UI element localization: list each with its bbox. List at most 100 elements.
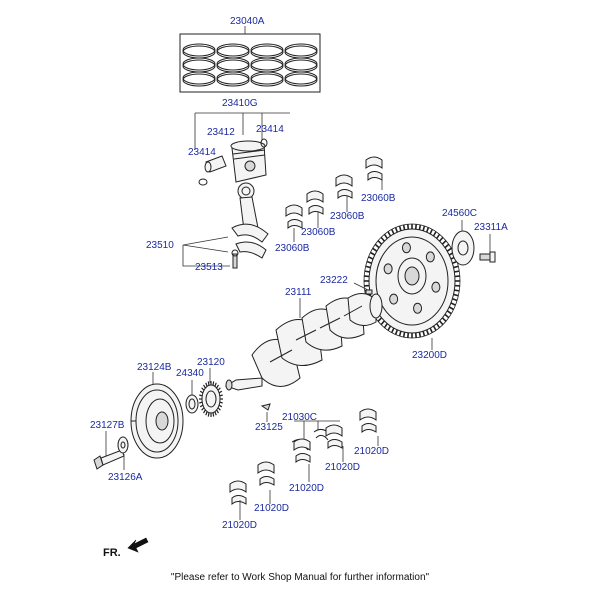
flywheel-tooth: [444, 243, 450, 249]
piston-ring: [284, 43, 318, 57]
main-bearing: [257, 461, 275, 474]
callout-main-bearing-4[interactable]: 21020D: [254, 503, 289, 514]
callout-washer[interactable]: 23126A: [108, 472, 143, 483]
piston-pin: [204, 155, 227, 173]
main-bearing-lower: [327, 439, 343, 450]
flywheel-hole: [401, 242, 411, 254]
crankshaft: [224, 293, 383, 391]
callout-conrod[interactable]: 23510: [146, 240, 174, 251]
flywheel-tooth: [422, 225, 426, 231]
callout-key-b[interactable]: 23125: [255, 422, 283, 433]
sprocket-tooth: [207, 381, 210, 386]
flywheel-tooth: [425, 329, 430, 335]
flywheel-tooth: [383, 233, 388, 239]
flywheel-tooth: [370, 251, 376, 256]
callout-piston-pin[interactable]: 23412: [207, 127, 235, 138]
flywheel-tooth: [390, 327, 395, 333]
flywheel-tooth: [377, 240, 383, 245]
flywheel-tooth: [394, 227, 399, 233]
sprocket-tooth: [205, 382, 208, 387]
flywheel-tooth: [418, 332, 422, 338]
piston-ring-edge: [182, 73, 216, 87]
sprocket-tooth: [201, 387, 205, 391]
sprocket-tooth: [205, 411, 208, 416]
flywheel-tooth: [439, 236, 444, 242]
flywheel-tooth: [441, 317, 447, 322]
flywheel-outer-rim: [363, 223, 461, 339]
piston-ring: [182, 43, 216, 57]
sprocket-tooth: [217, 407, 221, 411]
conrod-bearing: [365, 156, 383, 169]
sprocket-tooth: [212, 412, 215, 417]
callout-bearing-4[interactable]: 23060B: [275, 243, 310, 254]
callout-bearing-3[interactable]: 23060B: [301, 227, 336, 238]
flywheel-tooth: [402, 332, 406, 338]
flywheel-tooth: [380, 320, 385, 326]
conrod-bearing-lower: [367, 171, 383, 182]
callout-main-bearing-1[interactable]: 21020D: [354, 446, 389, 457]
callout-rings[interactable]: 23040A: [230, 16, 265, 27]
pulley-washer: [117, 436, 129, 454]
piston-ring-edge: [284, 73, 318, 87]
piston-ring: [250, 57, 284, 71]
flywheel-tooth: [454, 270, 460, 273]
flywheel-tooth: [383, 323, 388, 329]
callout-main-bearing-2[interactable]: 21020D: [325, 462, 360, 473]
conrod-bearing: [285, 204, 303, 217]
main-bearing-lower: [231, 495, 247, 506]
callout-piston[interactable]: 23410G: [222, 98, 258, 109]
flywheel-tooth: [439, 320, 444, 326]
flywheel-tooth: [374, 243, 380, 249]
callout-flywheel[interactable]: 23200D: [412, 350, 447, 361]
callout-clip-left[interactable]: 23414: [188, 147, 216, 158]
callout-main-bearing-5[interactable]: 21020D: [222, 520, 257, 531]
piston-rings-group: [179, 26, 321, 93]
callout-clip-right[interactable]: 23414: [256, 124, 284, 135]
flywheel-tooth: [398, 225, 402, 231]
flywheel-tooth: [394, 329, 399, 335]
timing-sprocket: [199, 381, 223, 417]
sprocket-tooth: [214, 411, 217, 416]
callout-sprocket[interactable]: 23120: [197, 357, 225, 368]
flywheel-bolt: [479, 251, 496, 263]
main-bearing: [293, 438, 311, 451]
main-bearing: [359, 408, 377, 421]
callout-bearing-2[interactable]: 23060B: [330, 211, 365, 222]
callout-pulley-bolt[interactable]: 23127B: [90, 420, 125, 431]
callout-dowel[interactable]: 23222: [320, 275, 348, 286]
snap-ring-left: [198, 178, 208, 186]
conrod-bearing-group: [285, 156, 383, 230]
callout-thrust-washer[interactable]: 21030C: [282, 412, 317, 423]
flywheel-tooth: [429, 327, 434, 333]
flywheel-hole: [389, 293, 399, 305]
flywheel-tooth: [425, 227, 430, 233]
main-bearing-group: [229, 408, 377, 506]
flywheel-tooth: [444, 313, 450, 319]
dowel-pin: [365, 289, 373, 295]
flywheel-tooth: [436, 323, 441, 329]
callout-crankshaft[interactable]: 23111: [285, 287, 312, 298]
piston-ring: [216, 43, 250, 57]
callout-conrod-bolt[interactable]: 23513: [195, 262, 223, 273]
flywheel-tooth: [441, 240, 447, 245]
crank-key: [260, 403, 271, 411]
sprocket-tooth: [212, 381, 215, 386]
flywheel-tooth: [387, 325, 392, 331]
piston-ring-edge: [216, 73, 250, 87]
sprocket-tooth: [216, 384, 219, 389]
callout-ring-gear-plate[interactable]: 24560C: [442, 208, 477, 219]
flywheel-tooth: [377, 317, 383, 322]
flywheel-tooth: [380, 236, 385, 242]
callout-pulley[interactable]: 23124B: [137, 362, 172, 373]
callout-flywheel-bolt[interactable]: 23311A: [474, 222, 508, 233]
callout-main-bearing-3[interactable]: 21020D: [289, 483, 324, 494]
callout-key-a[interactable]: 24340: [176, 368, 204, 379]
flywheel-tooth: [365, 265, 371, 269]
sprocket-tooth: [201, 407, 205, 411]
flywheel-hole: [431, 281, 441, 293]
conrod-bearing: [335, 174, 353, 187]
flywheel-tooth: [366, 260, 372, 264]
sprocket-tooth: [217, 387, 221, 391]
callout-bearing-1[interactable]: 23060B: [361, 193, 396, 204]
